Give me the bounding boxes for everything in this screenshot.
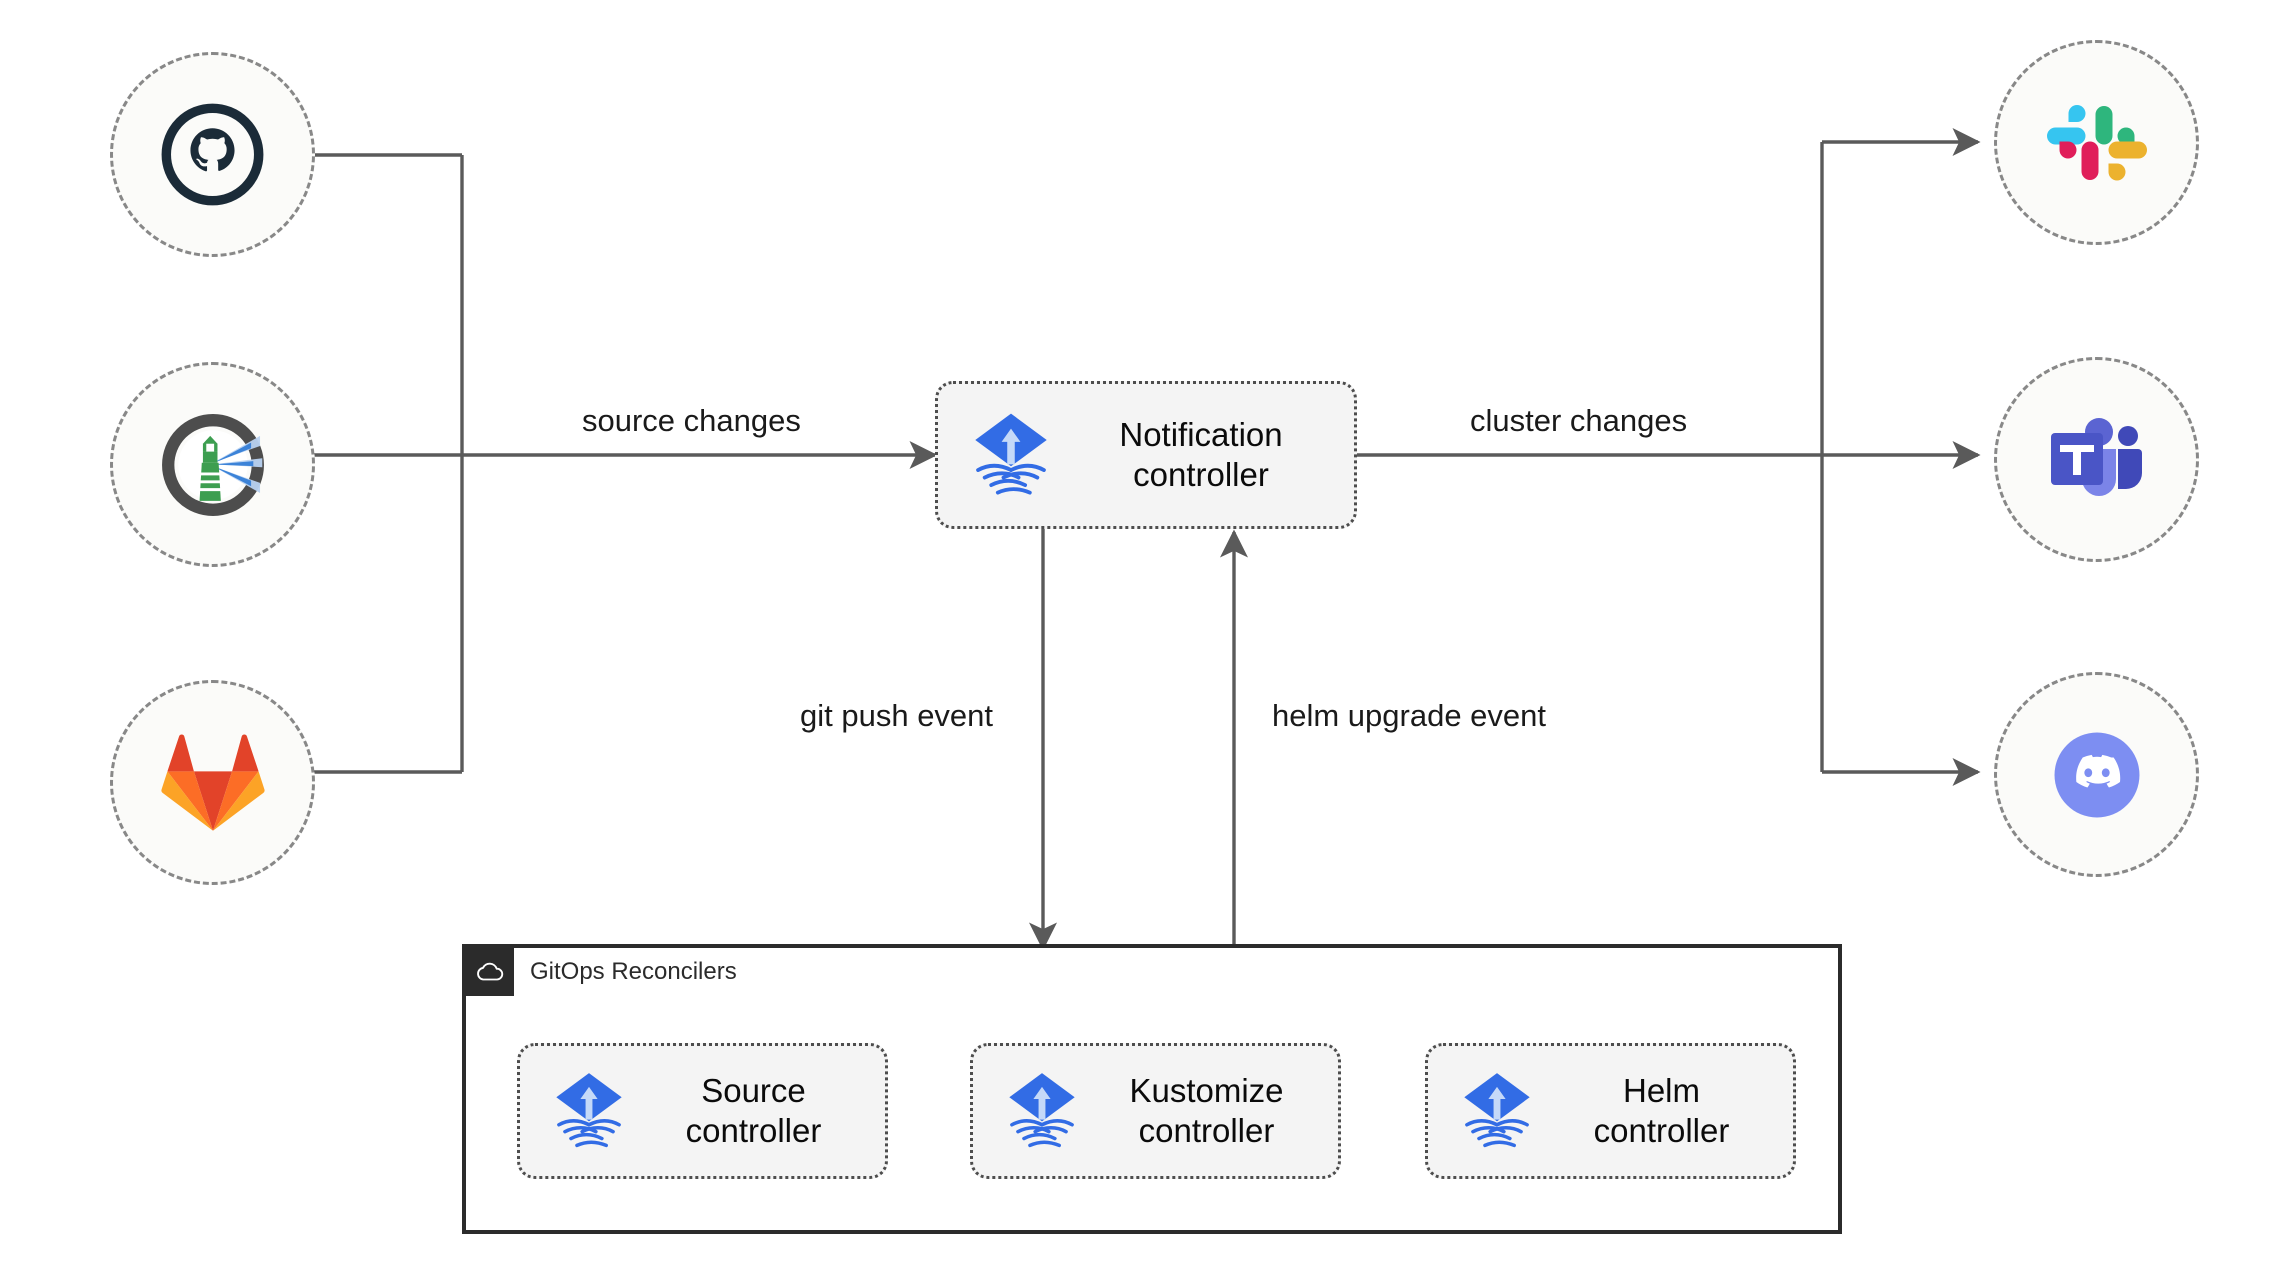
edge-label-cluster-changes: cluster changes — [1470, 403, 1688, 438]
source-endpoint-lighthouse[interactable] — [110, 362, 315, 567]
github-icon — [160, 102, 265, 207]
gitlab-icon — [160, 733, 266, 833]
edge-label-helm-upgrade-event: helm upgrade event — [1272, 698, 1547, 733]
node-source-controller[interactable]: Source controller — [517, 1043, 888, 1179]
node-notification-controller[interactable]: Notification controller — [935, 381, 1357, 529]
destination-endpoint-slack[interactable] — [1994, 40, 2199, 245]
node-label: Kustomize controller — [1129, 1071, 1284, 1149]
flux-icon — [999, 1068, 1085, 1154]
destination-endpoint-discord[interactable] — [1994, 672, 2199, 877]
source-endpoint-gitlab[interactable] — [110, 680, 315, 885]
flux-icon — [546, 1068, 632, 1154]
group-title: GitOps Reconcilers — [530, 958, 737, 985]
node-helm-controller[interactable]: Helm controller — [1425, 1043, 1796, 1179]
slack-icon — [2046, 93, 2147, 193]
flux-icon — [1454, 1068, 1540, 1154]
source-endpoint-github[interactable] — [110, 52, 315, 257]
edge-label-source-changes: source changes — [582, 403, 801, 438]
cloud-icon — [466, 948, 514, 996]
group-gitops-reconcilers: GitOps Reconcilers Source con — [462, 944, 1842, 1234]
node-label: Notification controller — [1119, 415, 1283, 493]
node-kustomize-controller[interactable]: Kustomize controller — [970, 1043, 1341, 1179]
node-label: Helm controller — [1593, 1071, 1730, 1149]
edge-label-git-push-event: git push event — [800, 698, 994, 733]
discord-icon — [2038, 716, 2156, 834]
flux-icon — [964, 408, 1058, 502]
group-header: GitOps Reconcilers — [466, 948, 737, 996]
lighthouse-icon — [157, 409, 269, 521]
node-label: Source controller — [685, 1071, 822, 1149]
destination-endpoint-teams[interactable] — [1994, 357, 2199, 562]
teams-icon — [2045, 410, 2149, 510]
